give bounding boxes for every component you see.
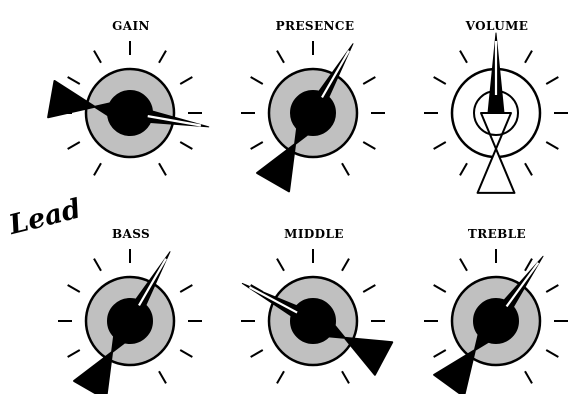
scale-tick bbox=[179, 349, 193, 358]
bass-label: BASS bbox=[111, 227, 151, 241]
scale-tick bbox=[341, 162, 350, 176]
scale-tick bbox=[545, 284, 559, 293]
volume-knob[interactable] bbox=[424, 32, 568, 194]
scale-tick bbox=[459, 258, 468, 272]
scale-tick bbox=[341, 258, 350, 272]
scale-tick bbox=[524, 162, 533, 176]
scale-tick bbox=[459, 162, 468, 176]
treble-label: TREBLE bbox=[467, 227, 527, 241]
scale-tick bbox=[545, 76, 559, 85]
pointer-needle bbox=[128, 104, 210, 128]
scale-tick bbox=[179, 141, 193, 150]
scale-tick bbox=[250, 76, 264, 85]
scale-tick bbox=[179, 76, 193, 85]
scale-tick bbox=[250, 349, 264, 358]
gain-label: GAIN bbox=[112, 19, 150, 33]
scale-tick bbox=[158, 370, 167, 384]
gain-knob[interactable] bbox=[47, 41, 210, 176]
needle-highlight bbox=[138, 258, 167, 306]
scale-tick bbox=[433, 76, 447, 85]
scale-tick bbox=[158, 162, 167, 176]
scale-tick bbox=[93, 50, 102, 64]
scale-tick bbox=[362, 284, 376, 293]
scale-tick bbox=[433, 349, 447, 358]
scale-tick bbox=[433, 141, 447, 150]
scale-tick bbox=[524, 370, 533, 384]
scale-tick bbox=[524, 50, 533, 64]
bass-knob[interactable] bbox=[58, 249, 202, 394]
scale-tick bbox=[93, 258, 102, 272]
scale-tick bbox=[362, 141, 376, 150]
middle-knob[interactable] bbox=[241, 249, 394, 384]
scale-tick bbox=[276, 50, 285, 64]
presence-knob[interactable] bbox=[241, 41, 385, 193]
scale-tick bbox=[545, 141, 559, 150]
needle-highlight bbox=[248, 286, 298, 314]
scale-tick bbox=[459, 50, 468, 64]
middle-label: MIDDLE bbox=[284, 227, 344, 241]
needle-highlight bbox=[321, 50, 350, 98]
scale-tick bbox=[276, 258, 285, 272]
needle-highlight bbox=[505, 262, 540, 308]
presence-label: PRESENCE bbox=[275, 19, 355, 33]
scale-tick bbox=[250, 141, 264, 150]
scale-tick bbox=[524, 258, 533, 272]
pointer-needle bbox=[241, 282, 318, 329]
treble-knob[interactable] bbox=[424, 249, 568, 394]
scale-tick bbox=[67, 349, 81, 358]
volume-label: VOLUME bbox=[465, 19, 529, 33]
needle-highlight bbox=[147, 115, 202, 127]
scale-tick bbox=[67, 141, 81, 150]
scale-tick bbox=[93, 162, 102, 176]
scale-tick bbox=[545, 349, 559, 358]
scale-tick bbox=[433, 284, 447, 293]
scale-tick bbox=[158, 50, 167, 64]
scale-tick bbox=[362, 76, 376, 85]
scale-tick bbox=[276, 370, 285, 384]
scale-tick bbox=[179, 284, 193, 293]
scale-tick bbox=[67, 284, 81, 293]
scale-tick bbox=[341, 370, 350, 384]
scale-tick bbox=[67, 76, 81, 85]
